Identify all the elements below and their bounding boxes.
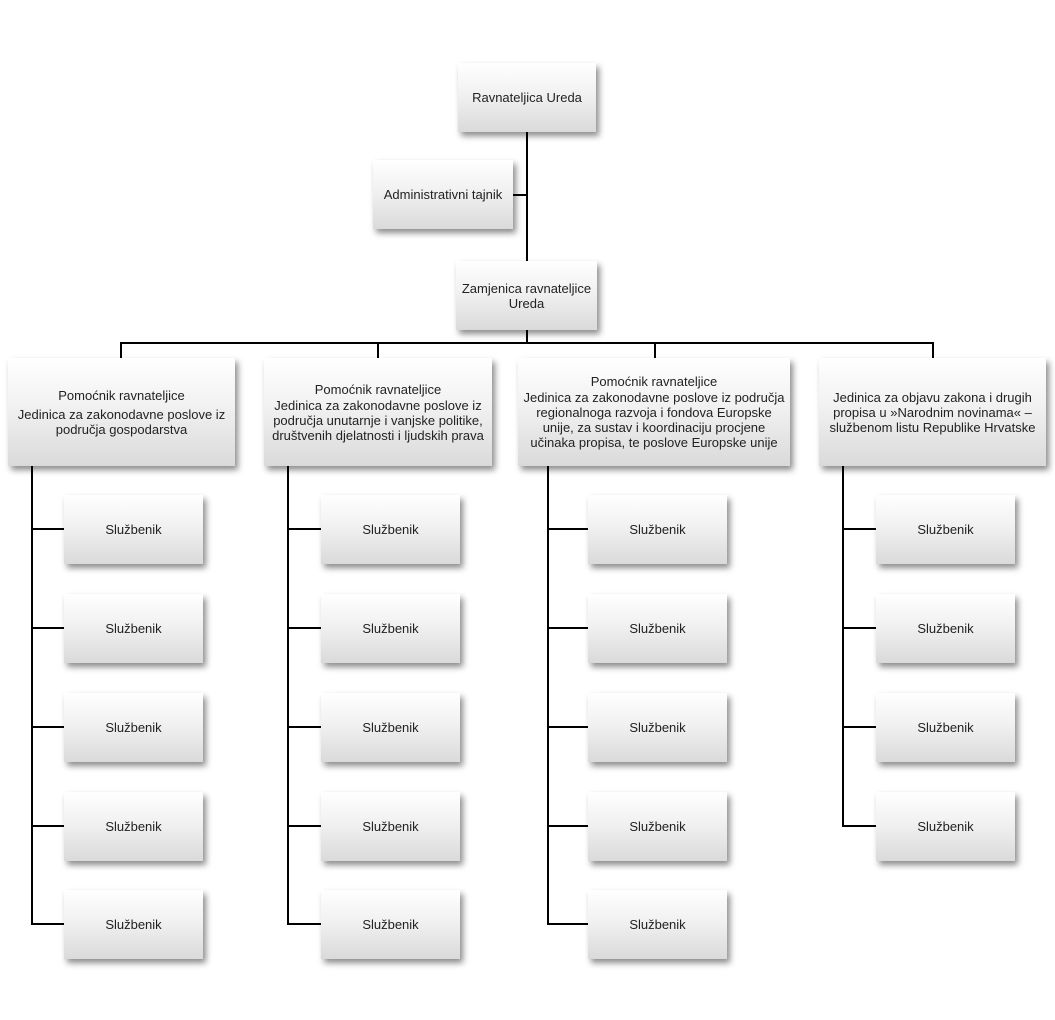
unit-box-internal-policy: Pomoćnik ravnateljice Jedinica za zakono… — [264, 358, 492, 466]
staff-box: Službenik — [876, 594, 1015, 663]
connector-line — [932, 342, 934, 358]
staff-label: Službenik — [362, 522, 419, 537]
unit-name: Jedinica za zakonodavne poslove iz podru… — [523, 390, 785, 450]
connector-line — [31, 923, 64, 925]
staff-box: Službenik — [876, 495, 1015, 564]
deputy-box: Zamjenica ravnateljice Ureda — [456, 261, 597, 330]
connector-line — [513, 194, 527, 196]
connector-line — [526, 132, 528, 264]
unit-name: Jedinica za zakonodavne poslove iz podru… — [17, 406, 226, 437]
unit-title: Pomoćnik ravnateljice — [58, 387, 185, 403]
connector-line — [526, 330, 528, 343]
staff-label: Službenik — [105, 522, 162, 537]
connector-line — [547, 726, 588, 728]
connector-line — [654, 342, 656, 358]
staff-box: Službenik — [321, 693, 460, 762]
connector-line — [31, 726, 64, 728]
connector-line — [547, 528, 588, 530]
staff-box: Službenik — [588, 890, 727, 959]
connector-line — [31, 528, 64, 530]
director-label: Ravnateljica Ureda — [472, 90, 582, 105]
staff-box: Službenik — [64, 594, 203, 663]
secretary-box: Administrativni tajnik — [373, 160, 513, 229]
director-box: Ravnateljica Ureda — [458, 63, 596, 132]
unit-box-economy: Pomoćnik ravnateljice Jedinica za zakono… — [8, 358, 235, 466]
staff-box: Službenik — [588, 495, 727, 564]
staff-label: Službenik — [629, 917, 686, 932]
connector-line — [287, 726, 321, 728]
staff-label: Službenik — [917, 720, 974, 735]
deputy-label: Zamjenica ravnateljice Ureda — [461, 280, 592, 311]
connector-line — [287, 825, 321, 827]
connector-line — [31, 825, 64, 827]
staff-label: Službenik — [629, 720, 686, 735]
staff-label: Službenik — [362, 720, 419, 735]
staff-label: Službenik — [917, 621, 974, 636]
unit-box-publication: Jedinica za objavu zakona i drugih propi… — [819, 358, 1046, 466]
staff-box: Službenik — [876, 792, 1015, 861]
secretary-label: Administrativni tajnik — [383, 187, 503, 202]
unit-name: Jedinica za objavu zakona i drugih propi… — [829, 389, 1036, 435]
connector-line — [842, 466, 844, 827]
staff-label: Službenik — [105, 917, 162, 932]
staff-box: Službenik — [64, 792, 203, 861]
connector-line — [287, 627, 321, 629]
staff-label: Službenik — [105, 720, 162, 735]
connector-line — [31, 627, 64, 629]
connector-line — [547, 923, 588, 925]
staff-label: Službenik — [105, 819, 162, 834]
staff-box: Službenik — [64, 890, 203, 959]
connector-line — [31, 466, 33, 925]
staff-label: Službenik — [362, 917, 419, 932]
connector-line — [287, 466, 289, 925]
staff-box: Službenik — [64, 495, 203, 564]
connector-line — [287, 528, 321, 530]
connector-line — [120, 342, 122, 358]
staff-box: Službenik — [588, 792, 727, 861]
unit-title: Pomoćnik ravnateljice — [590, 374, 718, 389]
connector-line — [547, 466, 549, 925]
staff-label: Službenik — [362, 621, 419, 636]
staff-box: Službenik — [321, 890, 460, 959]
staff-label: Službenik — [917, 819, 974, 834]
staff-label: Službenik — [917, 522, 974, 537]
staff-box: Službenik — [321, 594, 460, 663]
unit-name: Jedinica za zakonodavne poslove iz podru… — [272, 397, 484, 443]
staff-box: Službenik — [876, 693, 1015, 762]
staff-label: Službenik — [629, 819, 686, 834]
staff-label: Službenik — [629, 522, 686, 537]
connector-line — [842, 627, 876, 629]
connector-line — [842, 726, 876, 728]
connector-line — [287, 923, 321, 925]
staff-box: Službenik — [588, 693, 727, 762]
staff-box: Službenik — [588, 594, 727, 663]
unit-box-regional-eu: Pomoćnik ravnateljice Jedinica za zakono… — [518, 358, 790, 466]
connector-line — [120, 342, 934, 344]
staff-box: Službenik — [321, 792, 460, 861]
unit-title: Pomoćnik ravnateljice — [314, 381, 442, 397]
staff-box: Službenik — [64, 693, 203, 762]
connector-line — [547, 825, 588, 827]
staff-label: Službenik — [629, 621, 686, 636]
staff-box: Službenik — [321, 495, 460, 564]
connector-line — [547, 627, 588, 629]
connector-line — [377, 342, 379, 358]
connector-line — [842, 528, 876, 530]
staff-label: Službenik — [362, 819, 419, 834]
connector-line — [842, 825, 876, 827]
staff-label: Službenik — [105, 621, 162, 636]
